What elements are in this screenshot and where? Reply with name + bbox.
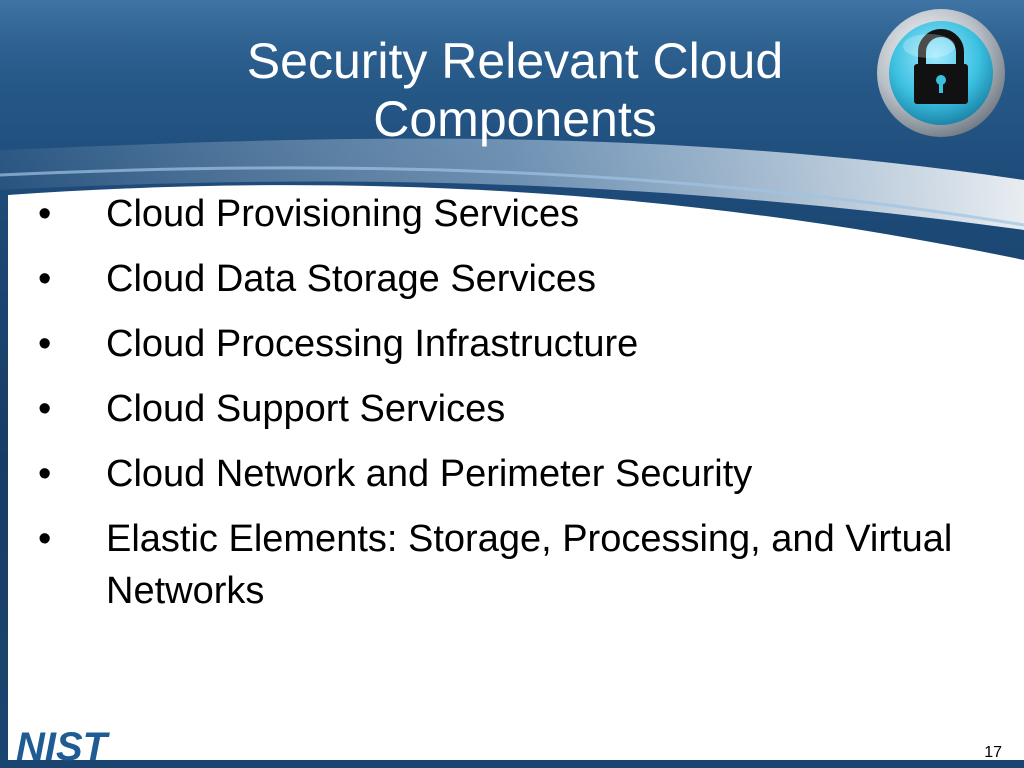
page-number: 17 bbox=[984, 744, 1002, 761]
bullet-item: • Cloud Support Services bbox=[30, 383, 1005, 435]
bullet-item: • Cloud Processing Infrastructure bbox=[30, 318, 1005, 370]
bullet-text: Cloud Provisioning Services bbox=[106, 193, 580, 235]
logo-text: NIST bbox=[16, 725, 111, 766]
bullet-text: Cloud Support Services bbox=[106, 388, 506, 430]
bullet-marker: • bbox=[38, 193, 52, 235]
lock-icon bbox=[877, 9, 1005, 137]
bullet-marker: • bbox=[38, 323, 52, 365]
bullet-text: Cloud Processing Infrastructure bbox=[106, 323, 639, 365]
bullet-text: Cloud Data Storage Services bbox=[106, 258, 597, 300]
bullet-marker: • bbox=[38, 453, 52, 495]
slide-title: Security Relevant Cloud Components bbox=[246, 33, 784, 147]
bullet-text: Elastic Elements: Storage, Processing, a… bbox=[106, 518, 953, 612]
bullet-item: • Cloud Provisioning Services bbox=[30, 188, 1005, 240]
nist-logo: NIST bbox=[16, 725, 111, 766]
bullet-marker: • bbox=[38, 388, 52, 430]
bullet-item: • Cloud Data Storage Services bbox=[30, 253, 1005, 305]
bullet-item: • Elastic Elements: Storage, Processing,… bbox=[30, 513, 1005, 617]
bullet-marker: • bbox=[38, 258, 52, 300]
bullet-text: Cloud Network and Perimeter Security bbox=[106, 453, 753, 495]
bullet-list: • Cloud Provisioning Services • Cloud Da… bbox=[30, 188, 1005, 630]
bullet-item: • Cloud Network and Perimeter Security bbox=[30, 448, 1005, 500]
bullet-marker: • bbox=[38, 518, 52, 560]
